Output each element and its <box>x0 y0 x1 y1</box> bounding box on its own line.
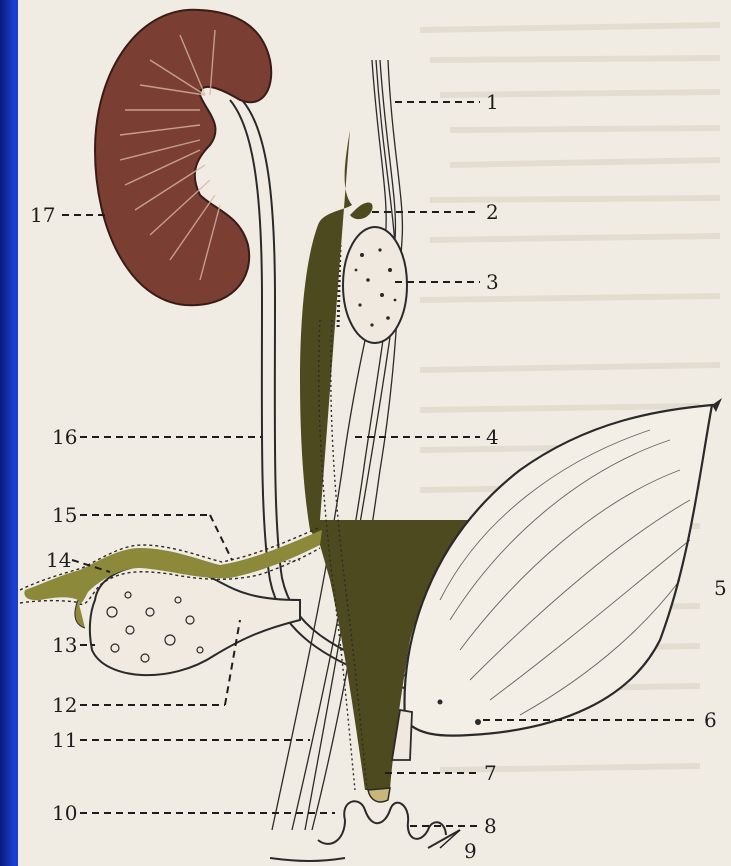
label-14: 14 <box>46 548 71 572</box>
label-16: 16 <box>52 425 77 449</box>
gonad <box>338 227 407 343</box>
label-8: 8 <box>484 814 497 838</box>
opening-7 <box>368 788 390 802</box>
label-15: 15 <box>52 503 77 527</box>
label-1: 1 <box>486 90 499 114</box>
label-2: 2 <box>486 200 499 224</box>
label-13: 13 <box>52 633 77 657</box>
label-11: 11 <box>52 728 77 752</box>
kidney <box>95 10 271 305</box>
label-3: 3 <box>486 270 499 294</box>
label-10: 10 <box>52 801 77 825</box>
label-9: 9 <box>464 839 477 863</box>
label-5: 5 <box>714 576 727 600</box>
label-17: 17 <box>30 203 55 227</box>
cloaca-outline <box>270 801 460 861</box>
label-7: 7 <box>484 761 497 785</box>
label-4: 4 <box>486 425 499 449</box>
label-12: 12 <box>52 693 77 717</box>
label-6: 6 <box>704 708 717 732</box>
